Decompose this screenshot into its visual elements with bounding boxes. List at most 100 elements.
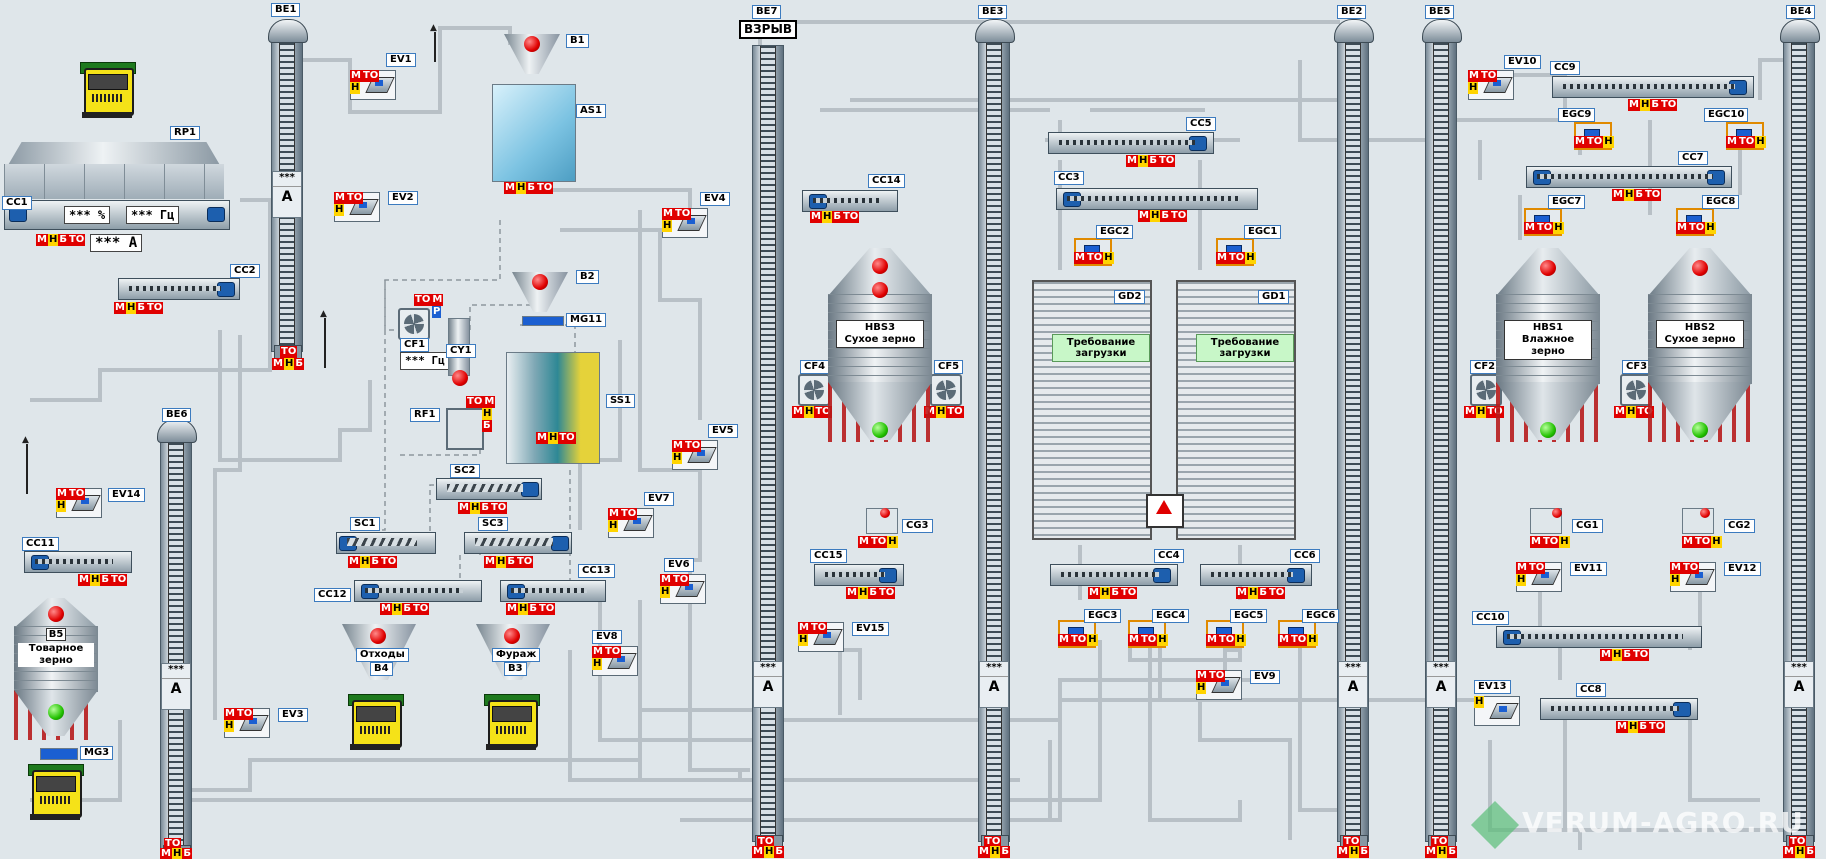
b4-label: B4 [370,662,393,676]
b5-name: Товарное зерно [18,643,94,667]
b5-id: B5 [45,628,67,641]
elevator-mode-indicator: A [762,679,774,695]
bucket-elevator-be7[interactable]: *** A [752,45,784,849]
separator-ss1[interactable] [506,352,600,464]
ev3-status-2: Н [224,720,235,732]
cc13-label: CC13 [578,564,615,578]
cf2-label: CF2 [1470,360,1500,374]
bucket-elevator-be4[interactable]: *** A [1780,19,1820,849]
fan-cf5[interactable] [930,374,962,406]
conveyor-cc5[interactable] [1048,132,1214,154]
aspirator-as1[interactable] [492,84,576,182]
grain-dryer-gd2[interactable]: GD2 Требование загрузки [1032,280,1152,540]
elevator-mode-indicator: A [170,681,182,697]
screw-conveyor-sc3[interactable] [464,532,572,554]
gd2-demand-status: Требование загрузки [1052,334,1150,362]
egc8-label: EGC8 [1702,195,1740,209]
be4-label: BE4 [1786,5,1816,19]
conveyor-cc3[interactable] [1056,188,1258,210]
cc3-label: CC3 [1054,171,1084,185]
cc15-label: CC15 [810,549,847,563]
egc10-label: EGC10 [1704,108,1749,122]
truck-icon [348,694,404,756]
conveyor-cc13[interactable] [500,580,606,602]
bucket-elevator-be6[interactable]: *** A [157,419,197,859]
dryer-panel-icon[interactable] [1146,494,1184,528]
ev12-status-2: Н [1670,574,1681,586]
elevator-status-panel: *** A [1426,661,1456,708]
ev15-label: EV15 [852,622,889,636]
screw-conveyor-sc1[interactable] [336,532,436,554]
be2-status: ТО [1343,836,1361,848]
fan-cf4[interactable] [798,374,830,406]
cc8-label: CC8 [1576,683,1606,697]
conveyor-cc14[interactable] [802,190,898,212]
hbs3-ok-lamp [872,422,888,438]
conveyor-cc7[interactable] [1526,166,1732,188]
bucket-elevator-be1[interactable]: *** A [268,19,308,359]
hbs2-name: Сухое зерно [1664,334,1736,345]
conveyor-cc10[interactable] [1496,626,1702,648]
cc12-label: CC12 [314,588,351,602]
rotary-feeder-rf1[interactable] [446,408,484,450]
fan-cf1[interactable] [398,308,430,340]
gd1-demand-status: Требование загрузки [1196,334,1294,362]
conveyor-cc1[interactable] [4,200,230,230]
ev1-label: EV1 [386,53,416,67]
gate-mg3[interactable] [40,748,78,760]
screw-conveyor-sc2[interactable] [436,478,542,500]
egc1-label: EGC1 [1244,225,1282,239]
conveyor-cc8[interactable] [1540,698,1698,720]
conveyor-cc9[interactable] [1552,76,1754,98]
cc1-label: CC1 [2,196,32,210]
hbs2-alarm-lamp [1692,260,1708,276]
be4-status: ТО [1789,836,1807,848]
be6-label: BE6 [162,408,192,422]
flow-arrow-icon [430,23,437,62]
bucket-elevator-be5[interactable]: *** A [1422,19,1462,849]
elevator-status-panel: *** A [753,661,783,708]
ev4-status-2: Н [662,220,673,232]
cc4-label: CC4 [1154,549,1184,563]
conveyor-cc15[interactable] [814,564,904,586]
conveyor-cc11[interactable] [24,551,132,573]
be2-label: BE2 [1337,5,1367,19]
ev6-label: EV6 [664,558,694,572]
conveyor-cc4[interactable] [1050,564,1178,586]
valve-ev13[interactable] [1474,696,1520,726]
gate-mg11[interactable] [522,316,564,326]
hbs1-id: HBS1 [1532,322,1564,333]
conveyor-cc6[interactable] [1200,564,1312,586]
grain-dryer-gd1[interactable]: GD1 Требование загрузки [1176,280,1296,540]
bucket-elevator-be3[interactable]: *** A [975,19,1015,849]
conveyor-cc12[interactable] [354,580,482,602]
gate-cg1[interactable] [1530,508,1562,534]
conveyor-cc2[interactable] [118,278,240,300]
bucket-elevator-be2[interactable]: *** A [1334,19,1374,849]
